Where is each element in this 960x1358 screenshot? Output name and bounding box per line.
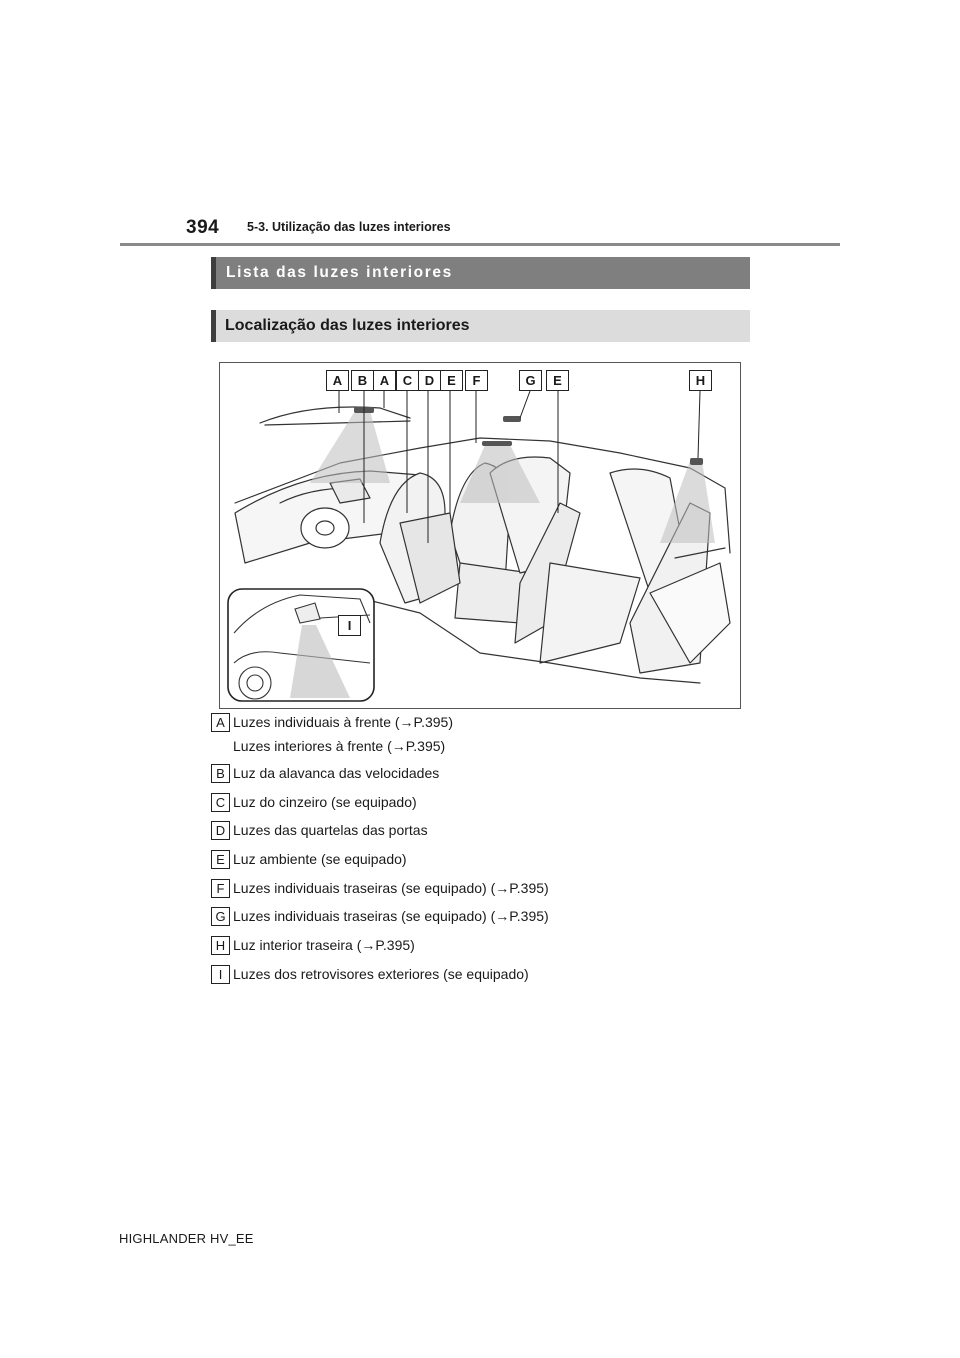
section-banner: Lista das luzes interiores (211, 257, 750, 289)
footer-model: HIGHLANDER HV_EE (119, 1231, 254, 1246)
legend-key: I (211, 965, 230, 984)
legend-text: Luzes individuais traseiras (se equipado… (233, 908, 549, 924)
page-number: 394 (186, 217, 220, 238)
legend-text: Luzes individuais à frente (→P.395) (233, 714, 453, 730)
legend-text: Luzes individuais traseiras (se equipado… (233, 880, 549, 896)
section-title: 5-3. Utilização das luzes interiores (247, 220, 451, 234)
callout-label: E (440, 370, 463, 391)
legend-text: Luz do cinzeiro (se equipado) (233, 794, 417, 810)
callout-label: G (519, 370, 542, 391)
callout-label: B (351, 370, 374, 391)
legend-key: C (211, 793, 230, 812)
legend-text: Luz ambiente (se equipado) (233, 851, 407, 867)
callout-label: A (326, 370, 349, 391)
legend-key: A (211, 713, 230, 732)
legend-text: Luz da alavanca das velocidades (233, 765, 440, 781)
inset-callout-label: I (338, 615, 361, 636)
legend-key: E (211, 850, 230, 869)
legend-text: Luz interior traseira (→P.395) (233, 937, 415, 953)
callout-label: F (465, 370, 488, 391)
interior-lights-illustration: A B A C D E F G E H I (219, 362, 741, 709)
callout-label: C (396, 370, 419, 391)
subsection-banner: Localização das luzes interiores (211, 310, 750, 342)
callout-label: H (689, 370, 712, 391)
legend-text: Luzes dos retrovisores exteriores (se eq… (233, 966, 529, 982)
callout-label: A (373, 370, 396, 391)
header-rule (120, 243, 840, 246)
legend-key: D (211, 821, 230, 840)
legend-key: H (211, 936, 230, 955)
car-interior-drawing (227, 390, 731, 702)
callout-label: D (418, 370, 441, 391)
legend-key: F (211, 879, 230, 898)
legend-subtext: Luzes interiores à frente (→P.395) (233, 738, 446, 754)
callout-label: E (546, 370, 569, 391)
legend-text: Luzes das quartelas das portas (233, 822, 428, 838)
legend-key: G (211, 907, 230, 926)
legend-key: B (211, 764, 230, 783)
